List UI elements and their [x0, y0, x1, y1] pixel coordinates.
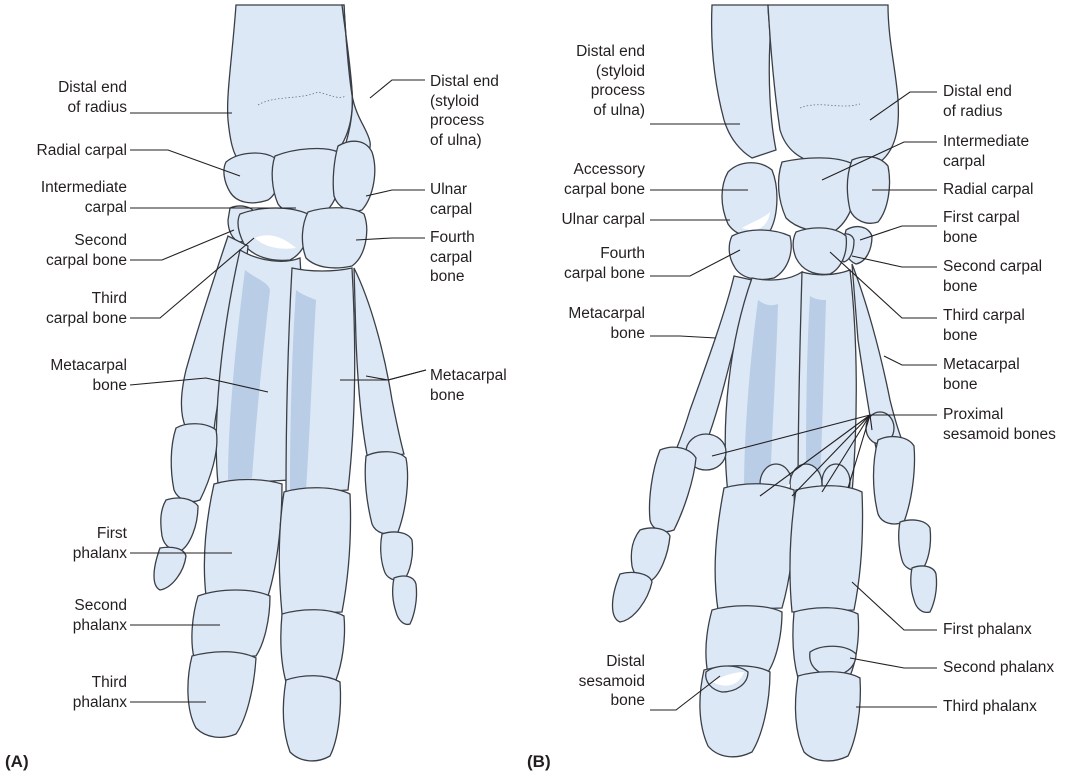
label-third-carpal-b: Third carpal bone [943, 306, 1025, 345]
phalanx-4-2-a [281, 610, 345, 682]
label-second-phalanx-b: Second phalanx [943, 658, 1054, 678]
panel-b-bones [613, 5, 937, 761]
radial-carpal-a [224, 153, 279, 203]
label-intermediate-carpal-a: Intermediate carpal [41, 178, 127, 217]
label-first-carpal-b: First carpal bone [943, 208, 1020, 247]
fourth-carpal-b [729, 230, 791, 280]
phalanx-3-1-b [790, 486, 863, 612]
label-first-phalanx-b: First phalanx [943, 620, 1032, 640]
label-distal-radius-a: Distal end of radius [58, 78, 127, 117]
intermediate-carpal-a [272, 149, 341, 215]
third-carpal-b [793, 228, 846, 274]
phalanx-2-1-b [874, 437, 915, 524]
phalanx-5-1-a [365, 452, 407, 534]
label-accessory-carpal-b: Accessory carpal bone [564, 160, 645, 199]
label-intermediate-carpal-b: Intermediate carpal [943, 132, 1029, 171]
phalanx-2-3-b [911, 566, 937, 612]
label-metacarpal-right-a: Metacarpal bone [430, 366, 507, 405]
label-proximal-sesamoid-b: Proximal sesamoid bones [943, 405, 1056, 444]
phalanx-5-3-b [613, 572, 653, 622]
label-third-phalanx-a: Third phalanx [73, 673, 127, 712]
fourth-carpal-a [302, 208, 366, 268]
phalanx-3-2-a [192, 590, 270, 658]
phalanx-5-2-a [381, 532, 413, 581]
label-radial-carpal-a: Radial carpal [37, 141, 127, 161]
panel-a-bones [154, 5, 417, 761]
phalanx-2-1-a [171, 424, 217, 502]
label-fourth-carpal-b: Fourth carpal bone [564, 244, 645, 283]
panel-marker-b: (B) [527, 752, 551, 772]
label-metacarpal-right-b: Metacarpal bone [943, 355, 1020, 394]
phalanx-2-2-b [899, 520, 931, 571]
phalanx-4-2-b [706, 606, 782, 674]
ulnar-carpal-a [333, 141, 375, 211]
label-ulnar-carpal-b: Ulnar carpal [561, 210, 645, 230]
label-distal-radius-b: Distal end of radius [943, 82, 1012, 121]
phalanx-3-3-b [796, 672, 861, 761]
label-distal-ulna-b: Distal end (styloid process of ulna) [576, 42, 645, 120]
panel-marker-a: (A) [5, 752, 29, 772]
phalanx-4-1-a [279, 488, 350, 614]
phalanx-5-3-a [393, 576, 417, 624]
third-carpal-a [238, 208, 309, 260]
phalanx-5-1-b [649, 447, 696, 531]
phalanx-2-3-a [154, 547, 186, 590]
label-third-carpal-a: Third carpal bone [46, 289, 127, 328]
label-second-carpal-b: Second carpal bone [943, 257, 1042, 296]
label-ulnar-carpal-a: Ulnar carpal [430, 180, 472, 219]
phalanx-3-1-a [204, 480, 282, 597]
radius-b [768, 5, 898, 164]
phalanx-3-3-a [188, 652, 256, 738]
radius-a [228, 5, 353, 162]
ulna-b [712, 5, 776, 158]
label-second-phalanx-a: Second phalanx [73, 596, 127, 635]
phalanx-2-2-a [161, 498, 198, 550]
label-fourth-carpal-a: Fourth carpal bone [430, 228, 475, 287]
phalanx-4-3-a [283, 676, 340, 761]
label-metacarpal-left-b: Metacarpal bone [568, 304, 645, 343]
metacarpal-5-a [354, 268, 404, 460]
phalanx-4-1-b [715, 484, 794, 610]
label-distal-ulna-a: Distal end (styloid process of ulna) [430, 72, 499, 150]
label-distal-sesamoid-b: Distal sesamoid bone [579, 652, 645, 711]
label-radial-carpal-b: Radial carpal [943, 180, 1033, 200]
label-first-phalanx-a: First phalanx [73, 524, 127, 563]
label-second-carpal-a: Second carpal bone [46, 231, 127, 270]
label-third-phalanx-b: Third phalanx [943, 697, 1037, 717]
label-metacarpal-left-a: Metacarpal bone [50, 356, 127, 395]
